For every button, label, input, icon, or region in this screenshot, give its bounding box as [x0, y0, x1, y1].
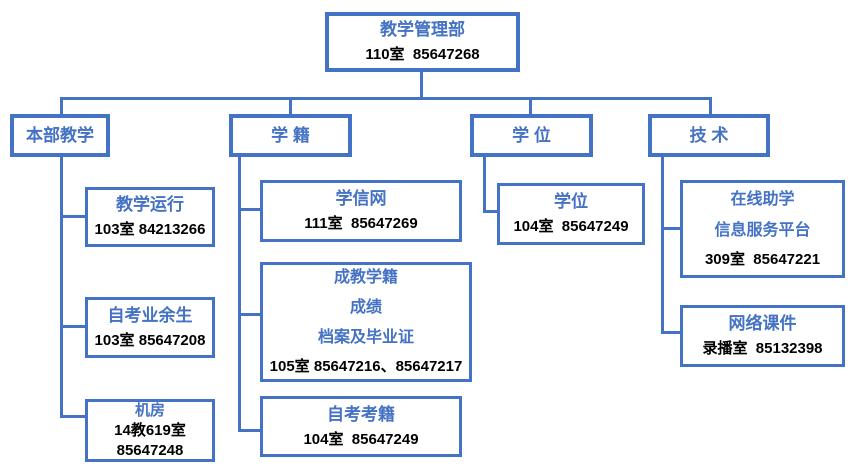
connector-stub-chengjiao [238, 313, 260, 316]
node-detail: 104室 85647249 [513, 218, 629, 235]
node-box-zikao-kaoji: 自考考籍 104室 85647249 [260, 396, 462, 457]
node-title: 成绩 [349, 299, 382, 316]
node-title: 信息服务平台 [714, 222, 811, 239]
branch-label-jishu: 技 术 [689, 125, 729, 145]
connector-stub-xuexinwang [238, 208, 260, 211]
node-detail: 录播室 85132398 [702, 340, 823, 357]
connector-top-hline [61, 97, 712, 100]
node-title: 档案及毕业证 [317, 329, 414, 346]
connector-stub-zaixian [661, 227, 680, 230]
node-box-zikao-yeyusheng: 自考业余生 103室 85647208 [85, 297, 215, 358]
node-title: 机房 [134, 401, 165, 419]
connector-trunk-xueji [238, 157, 241, 432]
connector-drop-jishu [709, 97, 712, 114]
node-detail: 111室 85647269 [304, 215, 418, 232]
branch-label-benbu: 本部教学 [26, 125, 94, 145]
connector-drop-xuewei [529, 97, 532, 114]
node-detail: 105室 85647216、85647217 [269, 358, 463, 375]
node-box-zaixian-zhuxue: 在线助学 信息服务平台 309室 85647221 [680, 180, 845, 278]
node-title: 成教学籍 [333, 269, 398, 286]
connector-root-drop [420, 70, 423, 97]
node-title: 教学运行 [116, 195, 184, 214]
node-box-xuexinwang: 学信网 111室 85647269 [260, 180, 462, 242]
node-title: 在线助学 [730, 191, 795, 208]
connector-drop-benbu [60, 97, 63, 114]
connector-stub-zikao-yeyusheng [60, 325, 85, 328]
connector-stub-zikao-kaoji [238, 429, 260, 432]
connector-drop-xueji [289, 97, 292, 114]
node-title: 学位 [554, 192, 588, 211]
node-detail: 85647248 [116, 441, 184, 459]
node-title: 网络课件 [728, 314, 797, 333]
branch-box-benbu: 本部教学 [10, 114, 110, 157]
connector-trunk-jishu [661, 157, 664, 334]
node-box-chengjiao: 成教学籍 成绩 档案及毕业证 105室 85647216、85647217 [260, 262, 472, 382]
connector-stub-jifang [60, 415, 85, 418]
node-title: 自考业余生 [107, 305, 193, 325]
branch-label-xuewei: 学 位 [512, 125, 551, 145]
connector-stub-xuewei-child [483, 210, 497, 213]
node-box-wangluo-kejian: 网络课件 录播室 85132398 [680, 305, 845, 367]
node-title: 自考考籍 [327, 404, 395, 424]
node-detail: 14教619室 [114, 421, 186, 439]
node-box-xuewei-child: 学位 104室 85647249 [497, 183, 645, 245]
node-title: 学信网 [335, 189, 387, 208]
branch-box-xueji: 学 籍 [229, 114, 352, 157]
branch-label-xueji: 学 籍 [271, 125, 310, 145]
connector-stub-jiaoxue-yunxing [60, 215, 85, 218]
connector-trunk-benbu [60, 157, 63, 418]
node-detail: 104室 85647249 [303, 430, 419, 448]
connector-trunk-xuewei [483, 157, 486, 213]
node-detail: 309室 85647221 [704, 251, 821, 268]
node-box-jiaoxue-yunxing: 教学运行 103室 84213266 [85, 187, 215, 247]
root-box: 教学管理部 110室 85647268 [325, 12, 520, 72]
node-detail: 103室 85647208 [94, 331, 206, 349]
branch-box-jishu: 技 术 [648, 114, 770, 157]
node-detail: 103室 84213266 [94, 221, 206, 238]
node-box-jifang: 机房 14教619室 85647248 [85, 399, 215, 462]
connector-stub-wangluo [661, 331, 680, 334]
root-detail: 110室 85647268 [365, 46, 480, 63]
root-title: 教学管理部 [380, 20, 465, 39]
branch-box-xuewei: 学 位 [470, 114, 593, 157]
